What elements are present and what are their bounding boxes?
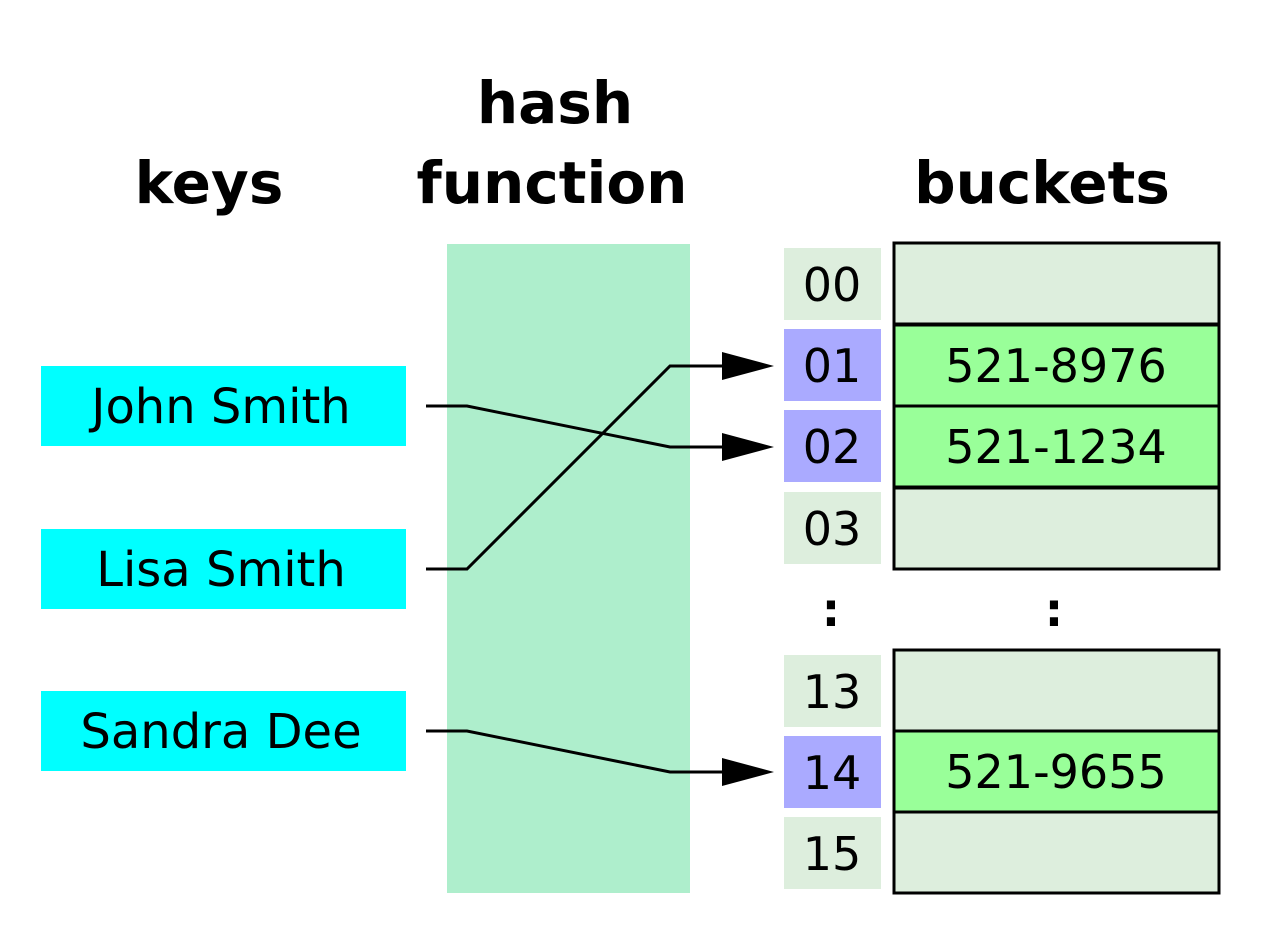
index-box bbox=[784, 492, 881, 564]
key-label: Lisa Smith bbox=[96, 542, 346, 598]
index-label: 15 bbox=[803, 827, 862, 881]
bucket-cell bbox=[892, 810, 1221, 895]
bucket-value: 521-8976 bbox=[945, 339, 1166, 393]
bucket-value: 521-1234 bbox=[945, 420, 1166, 474]
bucket-cell bbox=[892, 729, 1221, 814]
bucket-cell bbox=[892, 486, 1221, 571]
index-box bbox=[784, 736, 881, 808]
key-label: John Smith bbox=[88, 379, 350, 435]
index-label: 01 bbox=[803, 339, 862, 393]
key-box bbox=[41, 366, 406, 446]
key-box bbox=[41, 691, 406, 771]
index-label: 14 bbox=[803, 746, 862, 800]
index-label: 00 bbox=[803, 258, 862, 312]
key-box bbox=[41, 529, 406, 609]
key-label: Sandra Dee bbox=[80, 704, 361, 760]
hash-function-title-line2: function bbox=[417, 149, 688, 217]
hash-function-title-line1: hash bbox=[477, 69, 633, 137]
bucket-cell bbox=[892, 648, 1221, 733]
index-column: 00 01 02 03 13 14 15 bbox=[784, 248, 881, 889]
hash-function-box bbox=[447, 244, 690, 893]
bucket-ellipsis: : bbox=[1045, 583, 1063, 637]
arrowhead-icon bbox=[722, 758, 774, 786]
index-ellipsis: : bbox=[822, 583, 840, 637]
bucket-value: 521-9655 bbox=[945, 745, 1166, 799]
index-box bbox=[784, 410, 881, 482]
bucket-cell bbox=[892, 323, 1221, 408]
index-box bbox=[784, 248, 881, 320]
index-label: 03 bbox=[803, 502, 862, 556]
buckets-title: buckets bbox=[914, 149, 1170, 217]
keys-title: keys bbox=[135, 149, 284, 217]
index-label: 02 bbox=[803, 420, 862, 474]
mapping-arrow-john-smith bbox=[426, 404, 730, 449]
mapping-arrow-sandra-dee bbox=[426, 729, 730, 774]
arrowhead-icon bbox=[722, 433, 774, 461]
index-label: 13 bbox=[803, 665, 862, 719]
arrowhead-icon bbox=[722, 352, 774, 380]
index-box bbox=[784, 655, 881, 727]
buckets-column: 521-8976 521-1234 521-9655 bbox=[892, 241, 1221, 895]
bucket-cell bbox=[892, 241, 1221, 326]
index-box bbox=[784, 817, 881, 889]
index-box bbox=[784, 329, 881, 401]
mapping-arrow-lisa-smith bbox=[426, 364, 730, 571]
bucket-cell bbox=[892, 404, 1221, 489]
